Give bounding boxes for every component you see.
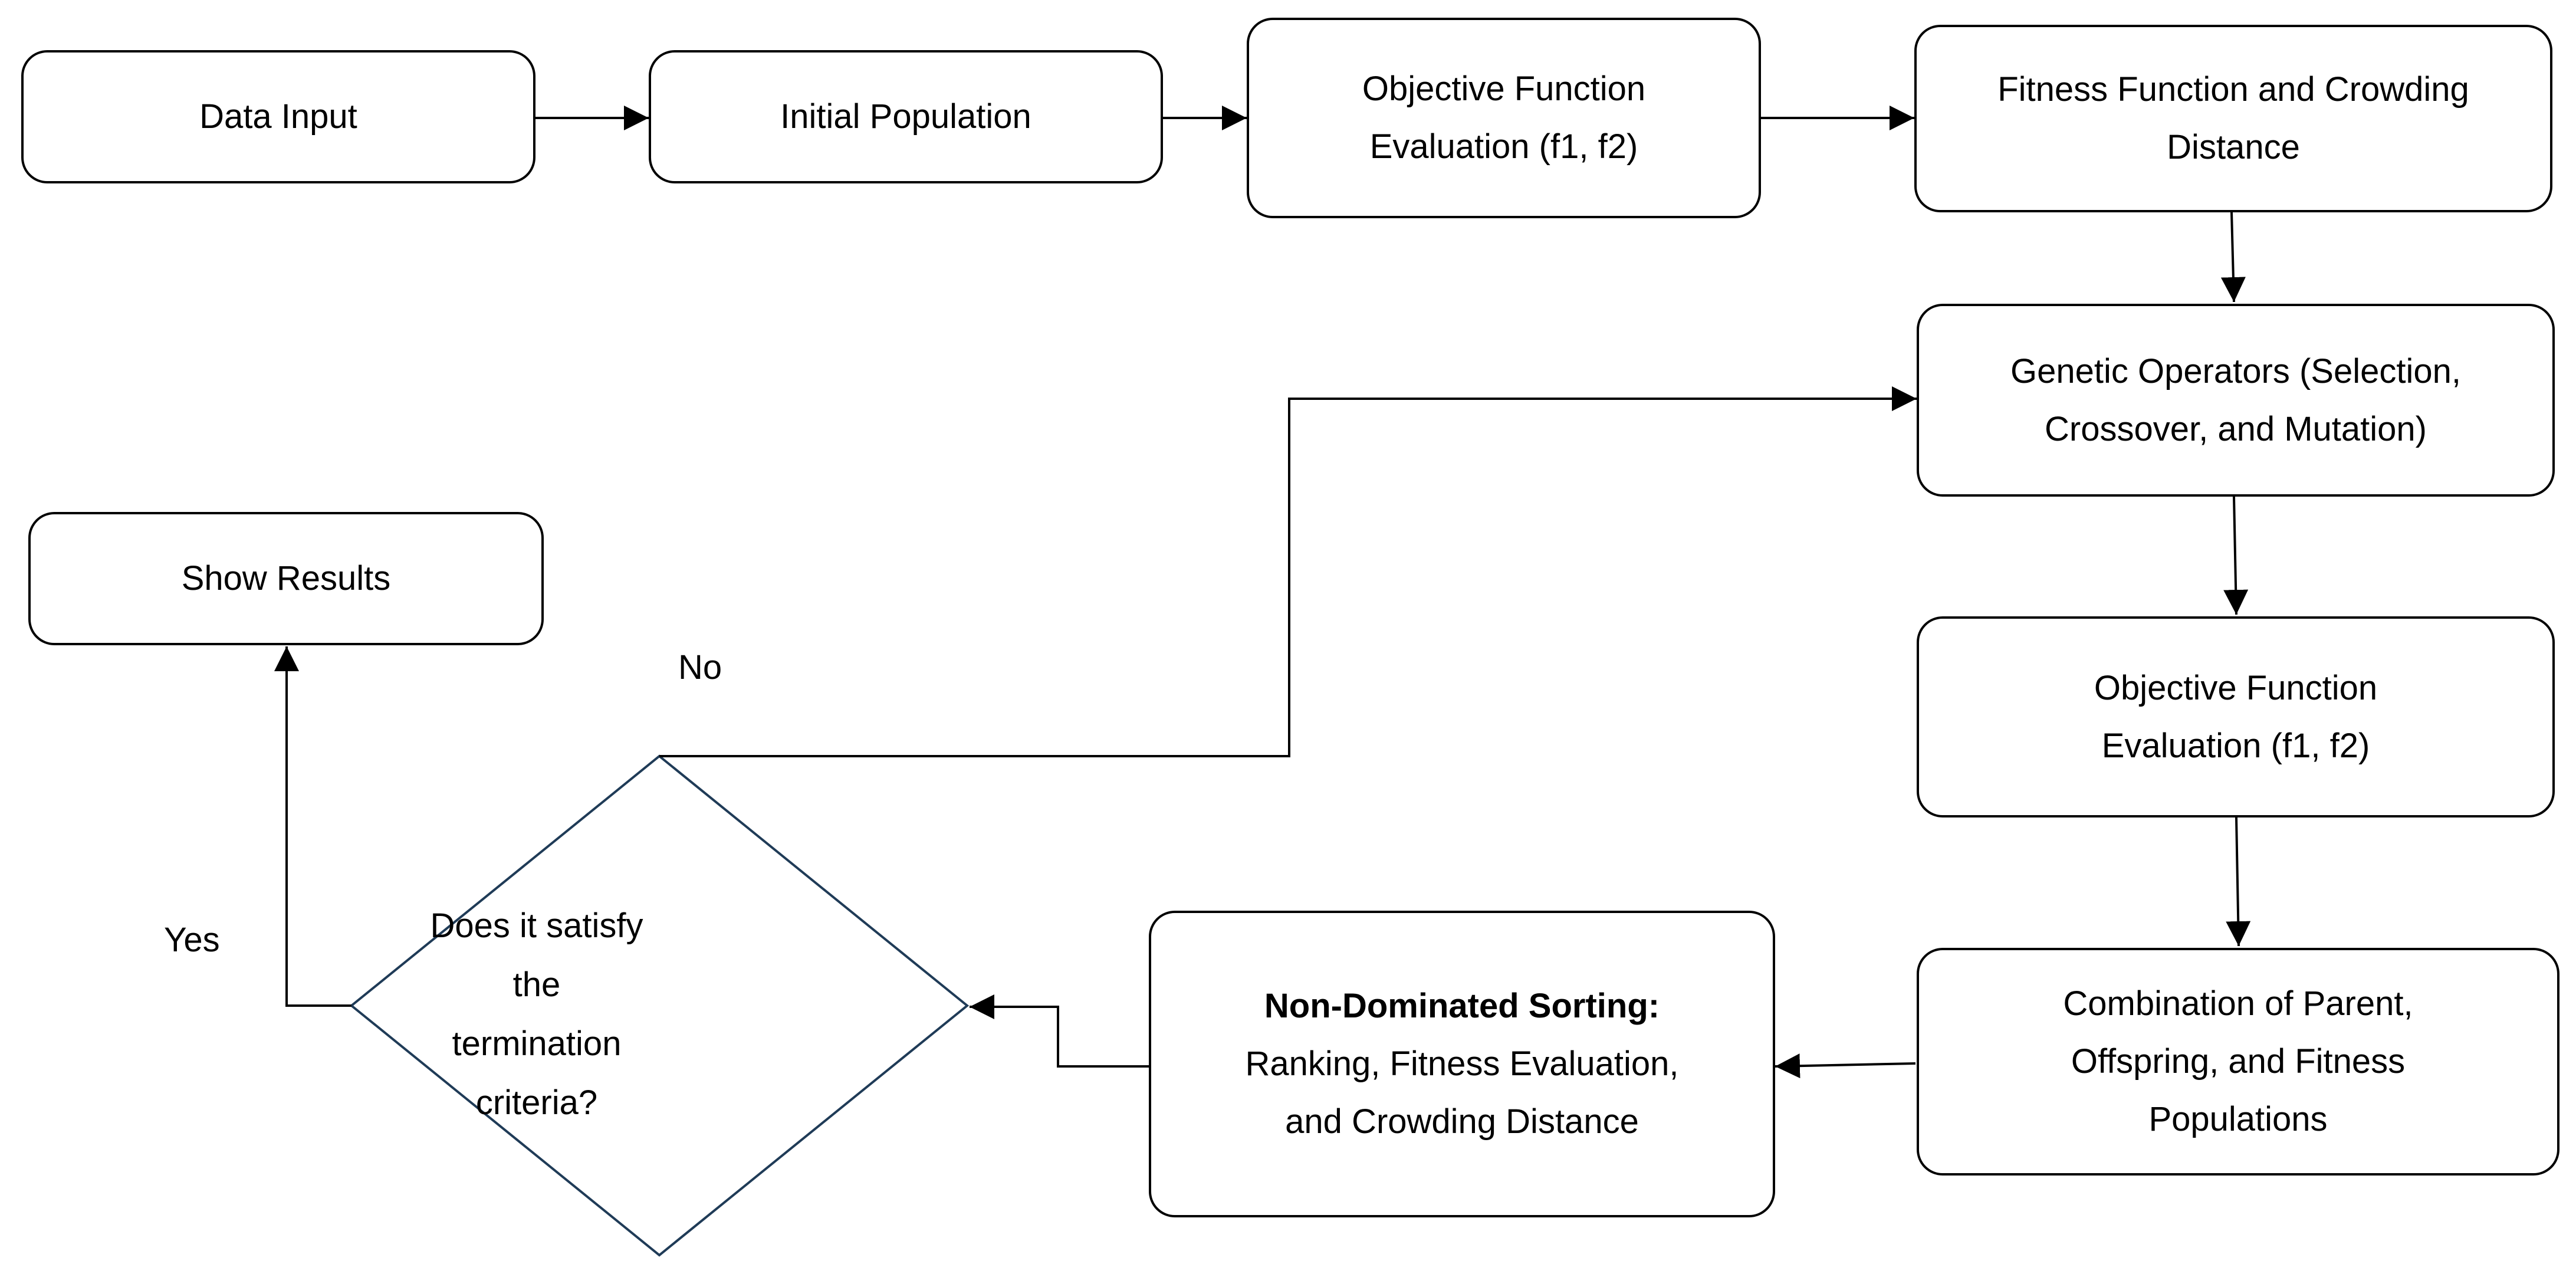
arrow-genetic-operators-to-objective-eval bbox=[2223, 496, 2249, 615]
objective-evaluation-bottom-line-1: Objective Function bbox=[2094, 668, 2378, 707]
fitness-crowding-box: Fitness Function and Crowding Distance bbox=[1914, 25, 2552, 212]
arrow-fitness-to-genetic-operators bbox=[2220, 212, 2246, 303]
no-branch-label: No bbox=[678, 648, 722, 687]
genetic-operators-line-2: Crossover, and Mutation) bbox=[2045, 409, 2427, 448]
non-dominated-sorting-box: Non-Dominated Sorting: Ranking, Fitness … bbox=[1149, 911, 1775, 1217]
genetic-operators-box: Genetic Operators (Selection, Crossover,… bbox=[1917, 304, 2555, 497]
genetic-operators-line-1: Genetic Operators (Selection, bbox=[2010, 352, 2462, 390]
show-results-box: Show Results bbox=[28, 512, 544, 645]
initial-population-label: Initial Population bbox=[780, 97, 1031, 136]
decision-line-3: termination bbox=[452, 1025, 622, 1063]
objective-evaluation-top-line-2: Evaluation (f1, f2) bbox=[1369, 127, 1638, 166]
non-dominated-sorting-line-1: Ranking, Fitness Evaluation, bbox=[1245, 1045, 1679, 1083]
combination-box: Combination of Parent, Offspring, and Fi… bbox=[1917, 948, 2559, 1176]
combination-line-2: Offspring, and Fitness bbox=[2071, 1042, 2406, 1081]
decision-diamond bbox=[349, 754, 970, 1257]
fitness-crowding-line-1: Fitness Function and Crowding bbox=[1997, 70, 2469, 109]
decision-line-1: Does it satisfy bbox=[430, 907, 643, 945]
objective-evaluation-top-line-1: Objective Function bbox=[1362, 70, 1646, 108]
decision-text: Does it satisfy the termination criteria… bbox=[413, 897, 661, 1132]
non-dominated-sorting-line-2: and Crowding Distance bbox=[1285, 1102, 1639, 1141]
data-input-box: Data Input bbox=[21, 50, 535, 183]
arrow-decision-yes-to-show-results bbox=[274, 646, 351, 1007]
non-dominated-sorting-heading: Non-Dominated Sorting: bbox=[1264, 987, 1660, 1025]
initial-population-box: Initial Population bbox=[649, 50, 1163, 183]
show-results-label: Show Results bbox=[181, 559, 391, 597]
arrow-non-dominated-to-decision bbox=[970, 994, 1149, 1068]
objective-evaluation-bottom-line-2: Evaluation (f1, f2) bbox=[2101, 726, 2370, 765]
arrow-combination-to-non-dominated bbox=[1775, 1053, 1916, 1079]
yes-branch-label: Yes bbox=[164, 921, 220, 959]
arrow-decision-no-to-genetic-operators bbox=[659, 386, 1917, 757]
data-input-label: Data Input bbox=[199, 97, 357, 136]
decision-line-2: the bbox=[512, 966, 561, 1004]
combination-line-3: Populations bbox=[2148, 1100, 2328, 1138]
objective-evaluation-box-bottom: Objective Function Evaluation (f1, f2) bbox=[1917, 616, 2555, 817]
decision-line-4: criteria? bbox=[475, 1083, 598, 1122]
objective-evaluation-box-top: Objective Function Evaluation (f1, f2) bbox=[1247, 18, 1761, 218]
combination-line-1: Combination of Parent, bbox=[2063, 984, 2413, 1023]
arrow-objective-eval-to-combination bbox=[2226, 817, 2251, 947]
fitness-crowding-line-2: Distance bbox=[2167, 128, 2300, 166]
